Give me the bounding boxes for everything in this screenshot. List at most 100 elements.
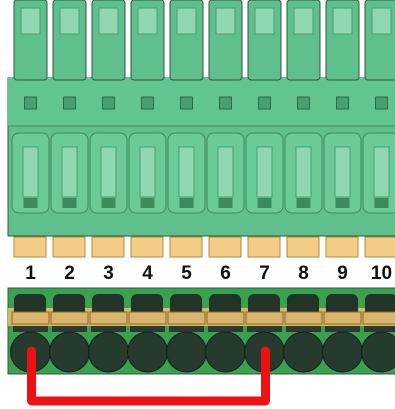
header-terminal (283, 294, 324, 373)
pin-number-label: 2 (64, 263, 75, 284)
pin-number-label: 1 (25, 263, 36, 284)
contact-cavity (128, 132, 167, 214)
header-terminal (166, 294, 207, 373)
screw-head (166, 331, 207, 373)
top-fin (325, 0, 360, 81)
cavity-window (22, 146, 39, 198)
screw-head (49, 331, 90, 373)
top-fin (130, 0, 165, 81)
top-fin-window (254, 7, 275, 35)
indicator-square (102, 96, 115, 110)
top-fin-window (332, 7, 353, 35)
clamp-gold-band (362, 311, 395, 325)
top-fin (364, 0, 395, 81)
contact-cavity (167, 132, 206, 214)
screw-head (88, 331, 129, 373)
clamp-gold-band (167, 311, 206, 325)
clamp-gold-band (89, 311, 128, 325)
pin-number-label: 4 (142, 263, 153, 284)
cavity-latch (62, 198, 77, 208)
contact-tab (286, 236, 320, 258)
cavity-latch (257, 198, 272, 208)
indicator-square (258, 96, 271, 110)
screw-head (127, 331, 168, 373)
top-fin (13, 0, 48, 81)
clamp-slot (91, 326, 126, 332)
indicator-square (63, 96, 76, 110)
contact-cavity (89, 132, 128, 214)
contact-cavity (362, 132, 395, 214)
contact-cavity (245, 132, 284, 214)
top-fin (208, 0, 243, 81)
contact-tab (13, 236, 47, 258)
cavity-window (256, 146, 273, 198)
indicator-square (141, 96, 154, 110)
cavity-window (334, 146, 351, 198)
clamp-slot (208, 326, 243, 332)
jumper-wire-path (27, 346, 270, 406)
header-terminal (361, 294, 395, 373)
clamp-gold-band (284, 311, 323, 325)
cavity-window (61, 146, 78, 198)
top-fin (169, 0, 204, 81)
top-fin-window (293, 7, 314, 35)
clamp-slot (364, 326, 395, 332)
clamp-gold-band (206, 311, 245, 325)
cavity-window (373, 146, 390, 198)
indicator-square (336, 96, 349, 110)
header-terminal (205, 294, 246, 373)
pin-number-label: 8 (298, 263, 309, 284)
contact-tab (325, 236, 359, 258)
header-terminal (244, 294, 285, 373)
indicator-square (180, 96, 193, 110)
contact-cavity (11, 132, 50, 214)
contact-cavity (323, 132, 362, 214)
top-fin (91, 0, 126, 81)
clamp-slot (130, 326, 165, 332)
clamp-gold-band (50, 311, 89, 325)
screw-head (283, 331, 324, 373)
contact-tab (208, 236, 242, 258)
pin-number-label: 9 (337, 263, 348, 284)
cavity-window (139, 146, 156, 198)
clamp-slot (247, 326, 282, 332)
contact-tab (169, 236, 203, 258)
top-fin-window (371, 7, 392, 35)
contact-tab (364, 236, 395, 258)
cavity-latch (335, 198, 350, 208)
clamp-gold-band (323, 311, 362, 325)
cavity-window (100, 146, 117, 198)
contact-tab (247, 236, 281, 258)
clamp-slot (325, 326, 360, 332)
cavity-latch (296, 198, 311, 208)
top-fin (286, 0, 321, 81)
cavity-latch (218, 198, 233, 208)
clamp-slot (13, 326, 48, 332)
top-fin-window (137, 7, 158, 35)
contact-cavity (284, 132, 323, 214)
top-fin-window (20, 7, 41, 35)
indicator-square (219, 96, 232, 110)
plug-connector (7, 0, 395, 258)
cavity-window (217, 146, 234, 198)
cavity-window (178, 146, 195, 198)
top-fin-window (98, 7, 119, 35)
screw-head (205, 331, 246, 373)
pin-number-label: 7 (259, 263, 270, 284)
clamp-slot (169, 326, 204, 332)
pin-number-label: 6 (220, 263, 231, 284)
pcb-header (7, 287, 395, 375)
clamp-slot (286, 326, 321, 332)
clamp-gold-band (245, 311, 284, 325)
cavity-latch (23, 198, 38, 208)
clamp-gold-band (11, 311, 50, 325)
top-fin (247, 0, 282, 81)
top-fin (52, 0, 87, 81)
header-terminal (49, 294, 90, 373)
top-fin-window (215, 7, 236, 35)
contact-cavity (206, 132, 245, 214)
screw-head (322, 331, 363, 373)
